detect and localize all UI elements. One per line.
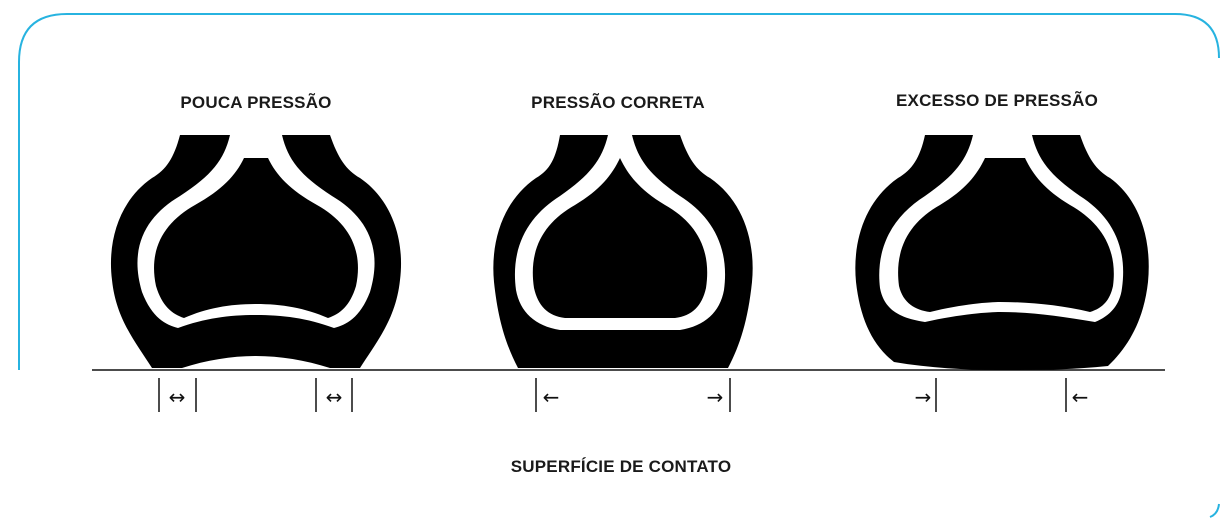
label-under-pressure: POUCA PRESSÃO bbox=[180, 93, 332, 112]
right-arrow-icon: → bbox=[915, 385, 932, 409]
double-arrow-icon: ↔ bbox=[326, 385, 343, 409]
tire-under-pressure bbox=[110, 135, 402, 368]
label-contact-surface: SUPERFÍCIE DE CONTATO bbox=[510, 457, 732, 476]
frame-border bbox=[18, 13, 1220, 370]
right-arrow-icon: → bbox=[707, 385, 724, 409]
double-arrow-icon: ↔ bbox=[169, 385, 186, 409]
tire-correct-pressure bbox=[493, 135, 753, 368]
left-arrow-icon: ← bbox=[1072, 385, 1089, 409]
frame-corner-bottom-right bbox=[1209, 503, 1220, 518]
label-correct-pressure: PRESSÃO CORRETA bbox=[531, 93, 705, 112]
left-arrow-icon: ← bbox=[543, 385, 560, 409]
marker-under-right bbox=[315, 378, 353, 412]
tire-over-pressure bbox=[855, 135, 1149, 370]
marker-under-left bbox=[158, 378, 197, 412]
label-over-pressure: EXCESSO DE PRESSÃO bbox=[896, 91, 1098, 110]
